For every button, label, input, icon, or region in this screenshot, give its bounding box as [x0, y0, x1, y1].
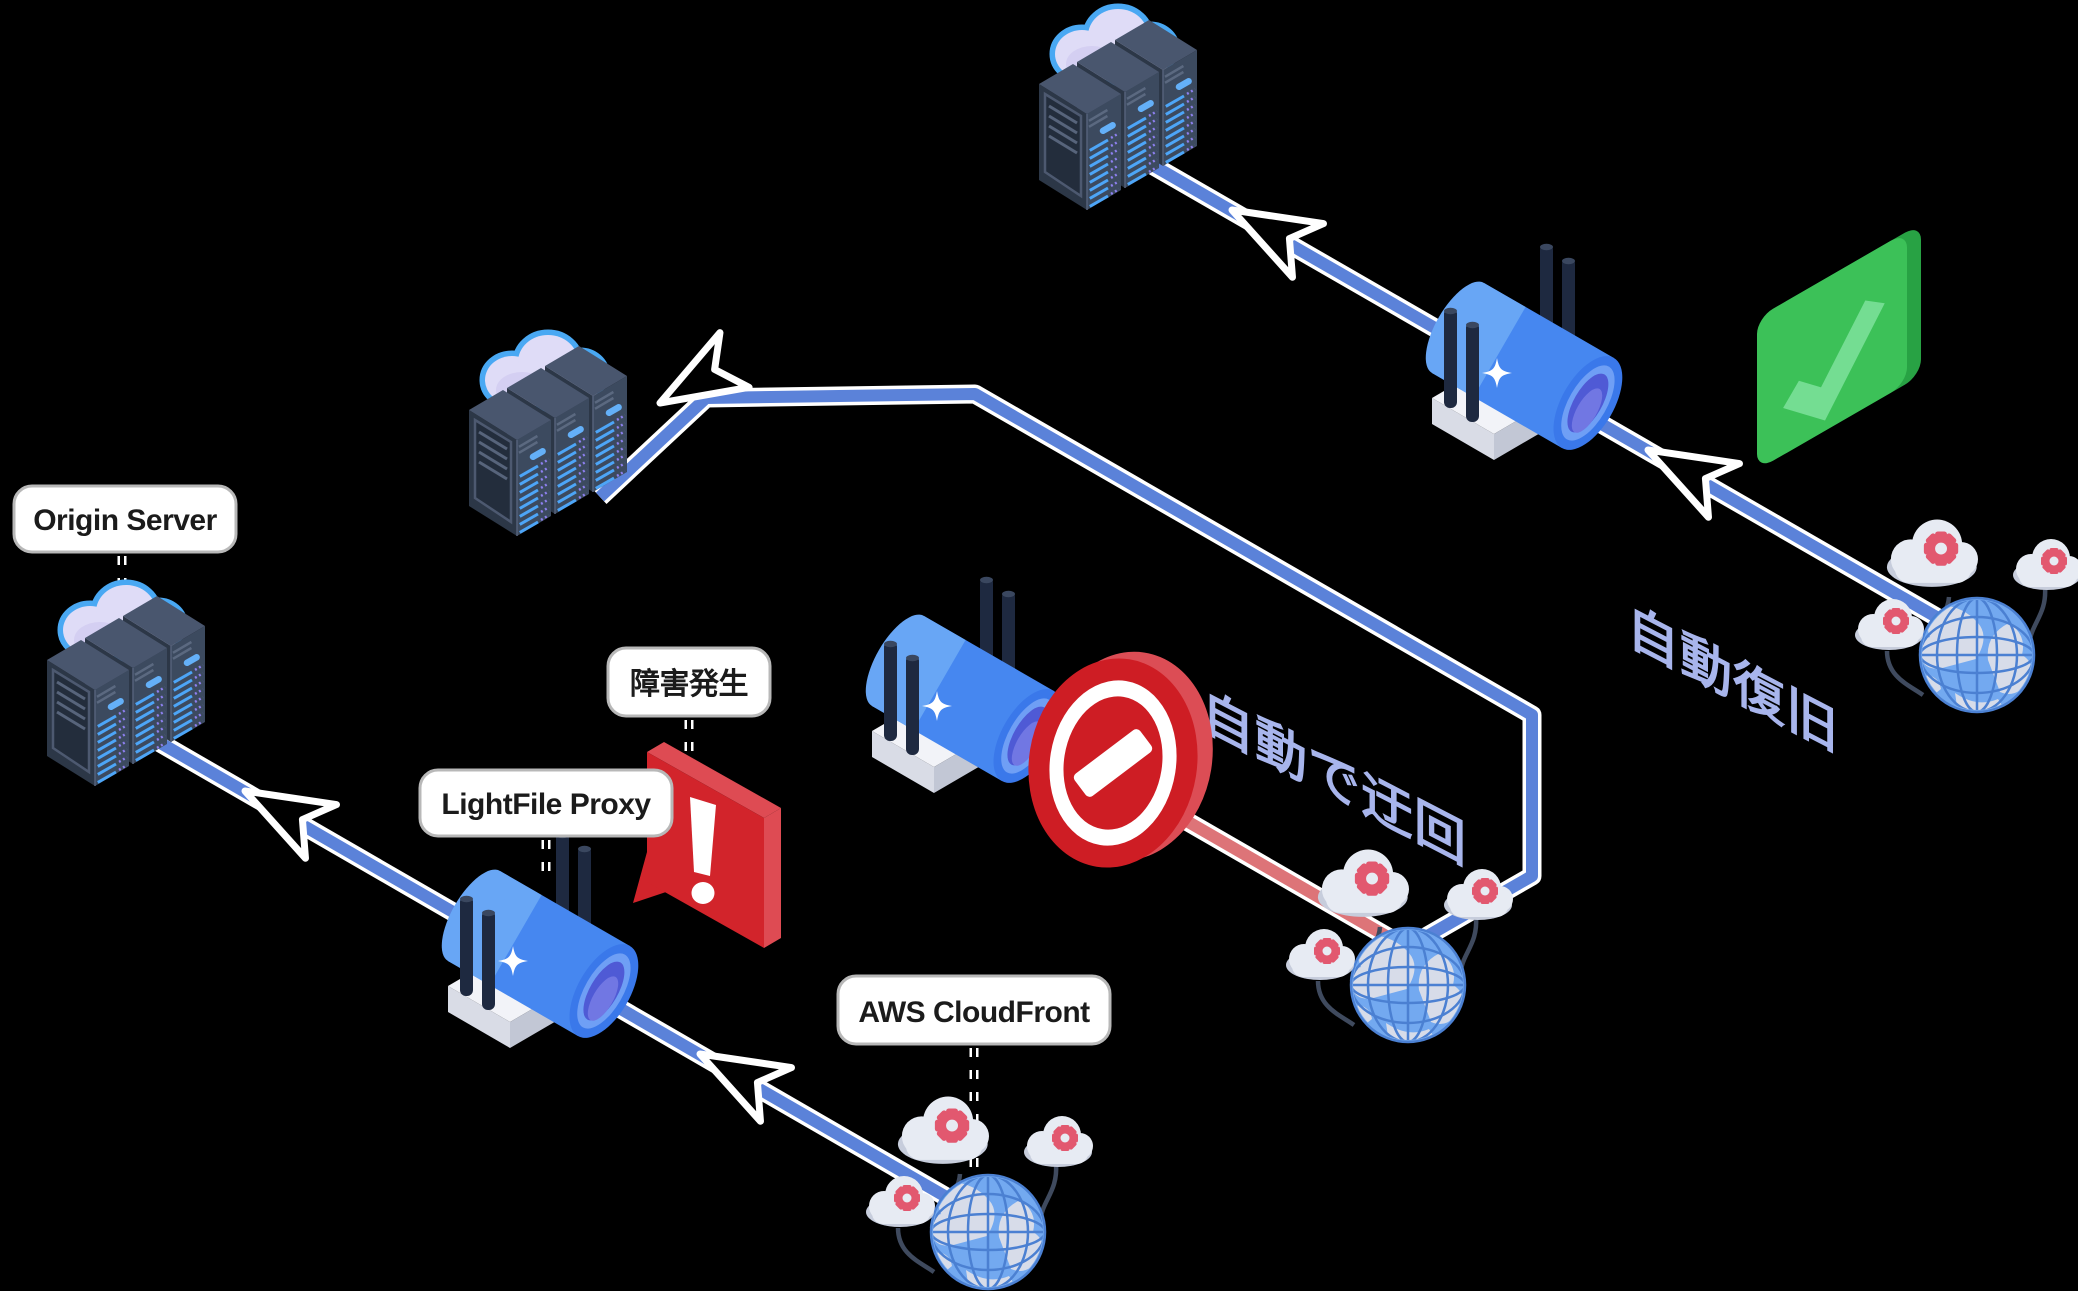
- label-connectors: [117, 556, 979, 1186]
- recovery-node-icon: [1855, 520, 2078, 724]
- lightfile-proxy-label-text: LightFile Proxy: [441, 788, 651, 821]
- lightfile-proxy-label: LightFile Proxy: [418, 768, 674, 838]
- exclamation-icon: [690, 797, 716, 904]
- failure-label-text: 障害発生: [630, 667, 748, 701]
- failure-label: 障害発生: [606, 646, 772, 718]
- origin-server-label: Origin Server: [12, 484, 238, 554]
- aws-cloudfront-label-text: AWS CloudFront: [858, 996, 1090, 1029]
- warning-sign-icon: [633, 742, 781, 948]
- cloudfront-node-icon: [866, 1097, 1093, 1291]
- no-entry-icon: [1028, 651, 1213, 868]
- backup-server-icon: [469, 335, 627, 536]
- no-entry-bar: [1073, 729, 1153, 797]
- path-bypass-route: [593, 384, 1542, 947]
- origin-server-label-text: Origin Server: [33, 504, 217, 537]
- aws-cloudfront-label: AWS CloudFront: [836, 974, 1112, 1046]
- auto-recovery-text: 自動復旧: [1627, 595, 1839, 764]
- check-icon: [1757, 230, 1921, 464]
- bypass-node-icon: [1286, 850, 1513, 1054]
